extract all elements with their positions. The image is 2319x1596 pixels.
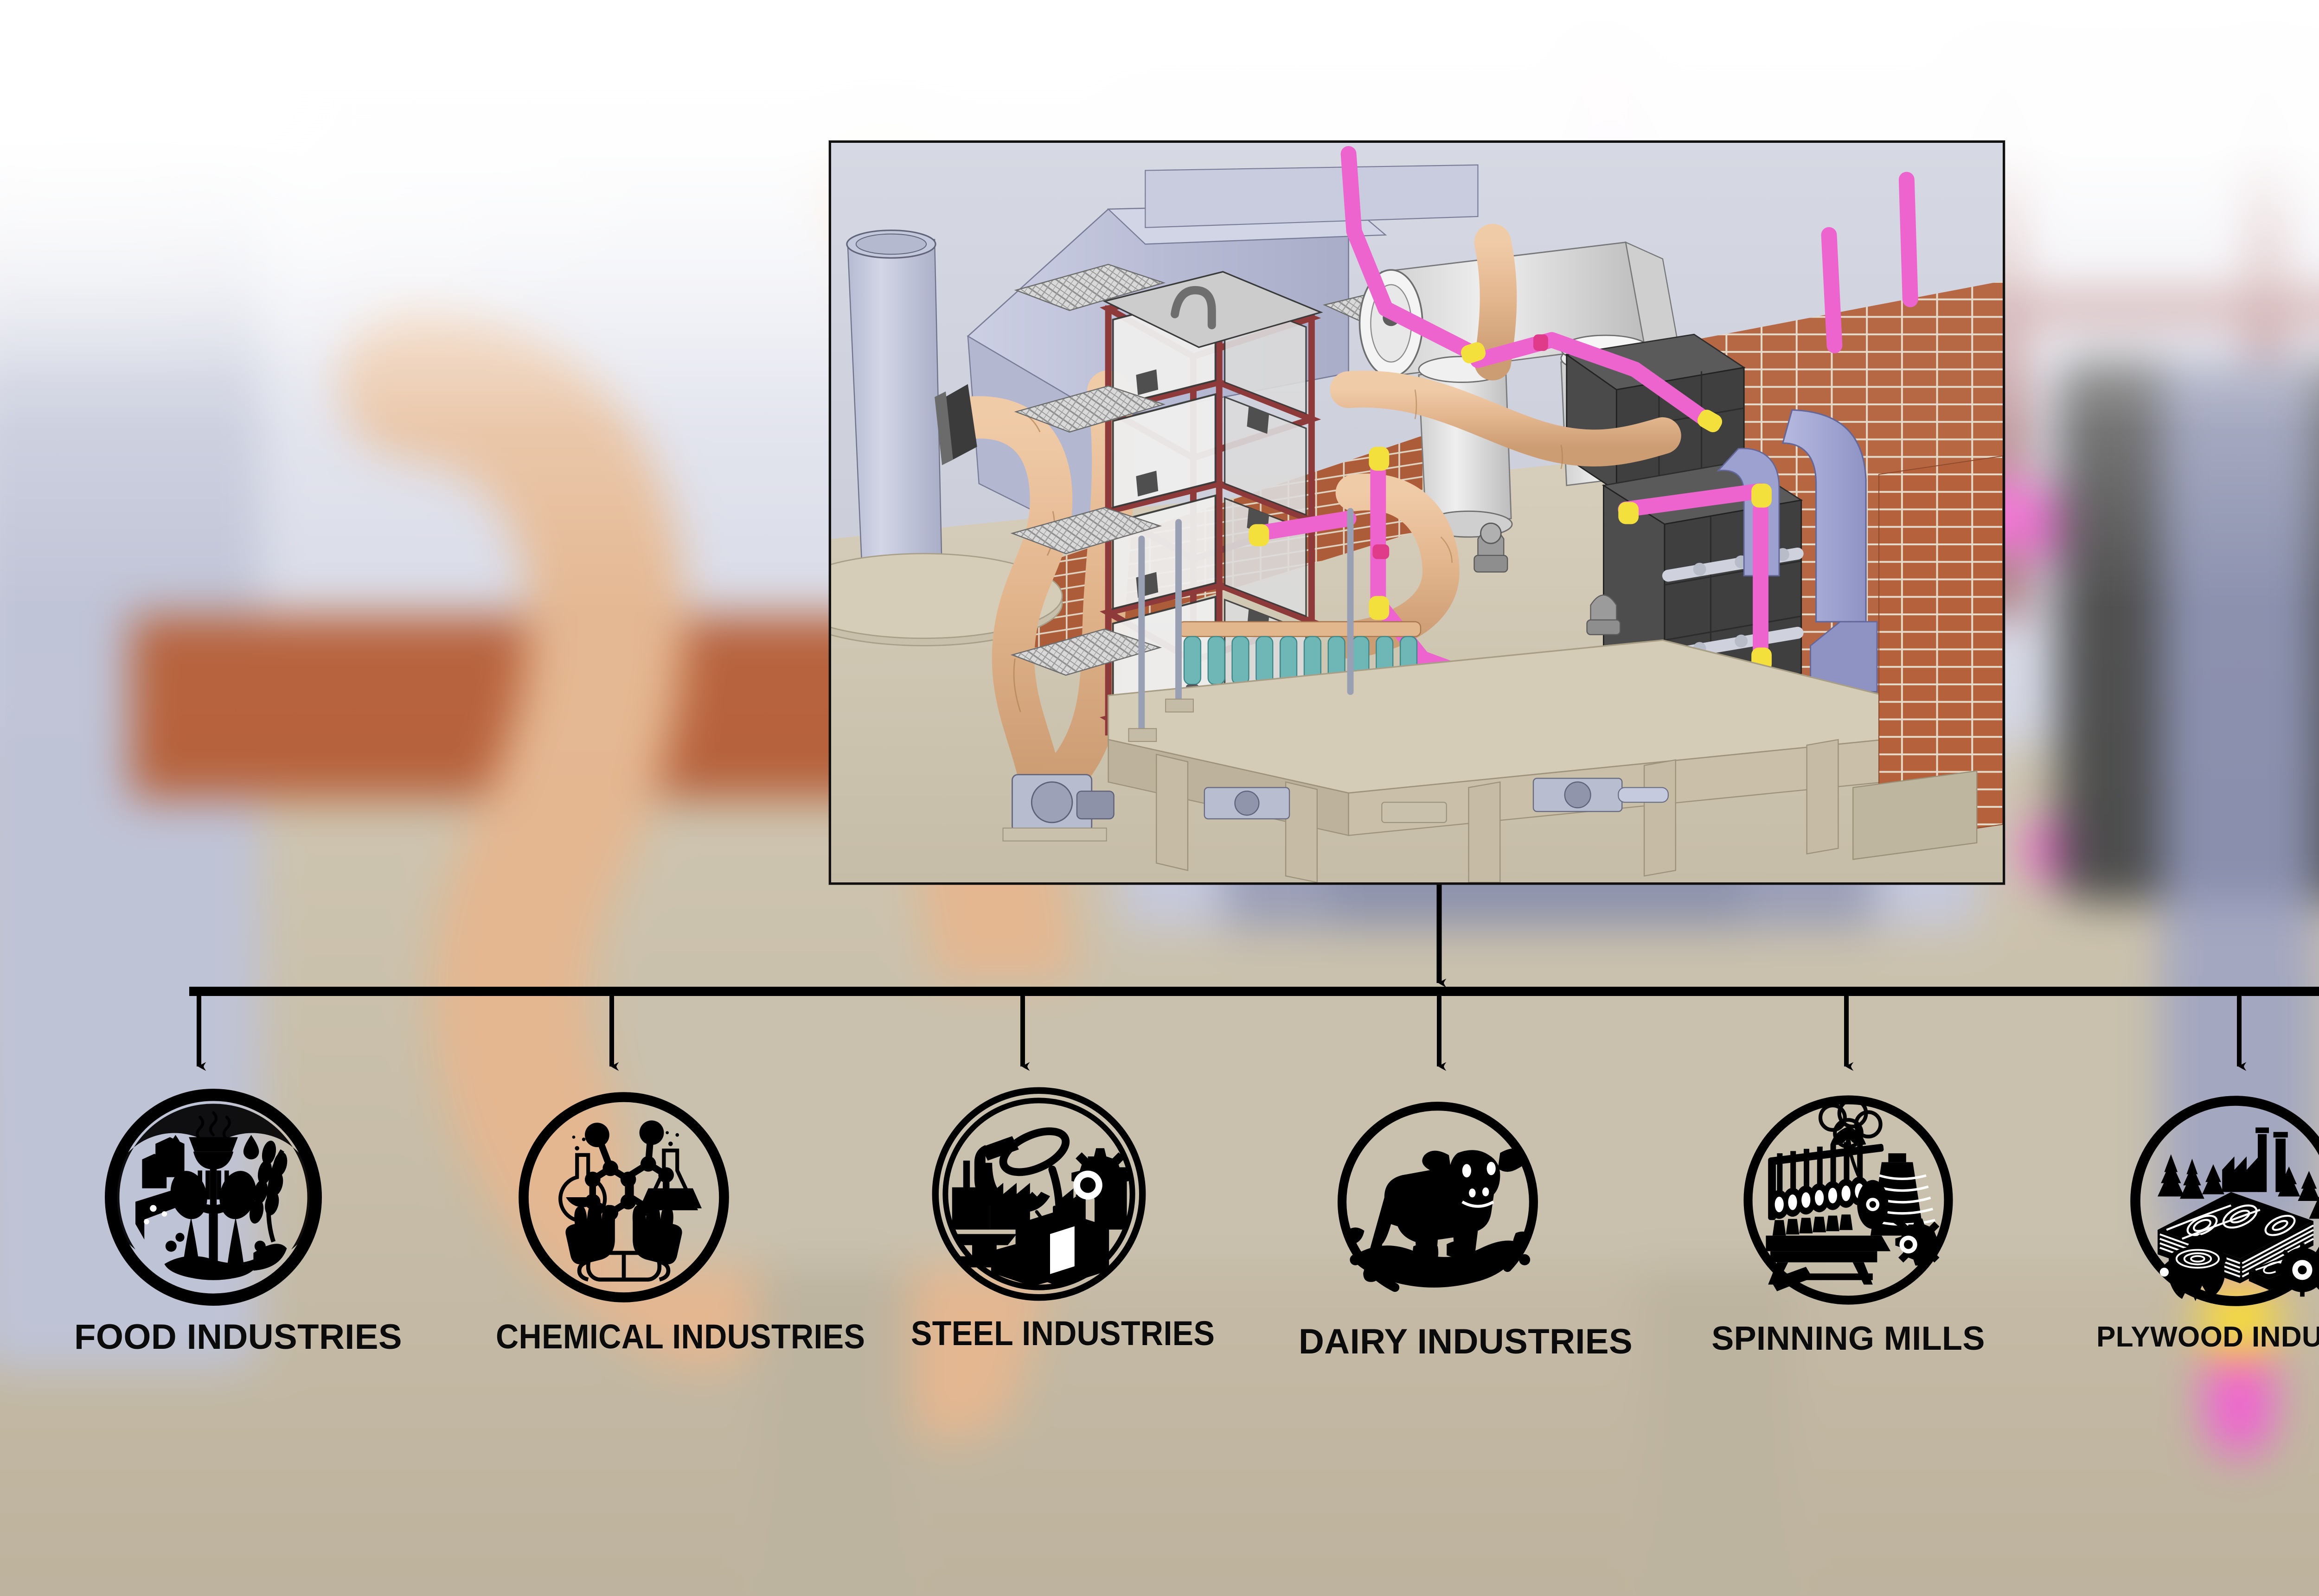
hero-render-frame bbox=[829, 140, 2005, 885]
node-label-dairy: DAIRY INDUSTRIES bbox=[1299, 1322, 1633, 1361]
chemical-industries-icon bbox=[519, 1092, 729, 1302]
food-industries-icon bbox=[105, 1089, 322, 1306]
node-chemical-industries[interactable]: CHEMICAL INDUSTRIES bbox=[485, 1086, 865, 1356]
node-steel-industries[interactable]: STEEL INDUSTRIES bbox=[900, 1083, 1215, 1353]
node-label-food: FOOD INDUSTRIES bbox=[74, 1317, 402, 1357]
spinning-mills-icon bbox=[1743, 1095, 1953, 1305]
node-spinning-mills[interactable]: SPINNING MILLS bbox=[1709, 1089, 1987, 1358]
node-label-steel: STEEL INDUSTRIES bbox=[911, 1314, 1215, 1353]
steel-industries-icon bbox=[932, 1087, 1146, 1301]
plywood-industries-icon bbox=[2130, 1096, 2319, 1306]
node-label-spinning: SPINNING MILLS bbox=[1711, 1320, 1985, 1357]
node-food-industries[interactable]: FOOD INDUSTRIES bbox=[74, 1086, 402, 1357]
node-dairy-industries[interactable]: DAIRY INDUSTRIES bbox=[1299, 1091, 1633, 1362]
node-label-plywood: PLYWOOD INDUSTRIES bbox=[2096, 1321, 2319, 1353]
node-label-chemical: CHEMICAL INDUSTRIES bbox=[496, 1317, 865, 1356]
node-plywood-industries[interactable]: PLYWOOD INDUSTRIES bbox=[2096, 1090, 2319, 1353]
dairy-industries-icon bbox=[1337, 1101, 1538, 1302]
